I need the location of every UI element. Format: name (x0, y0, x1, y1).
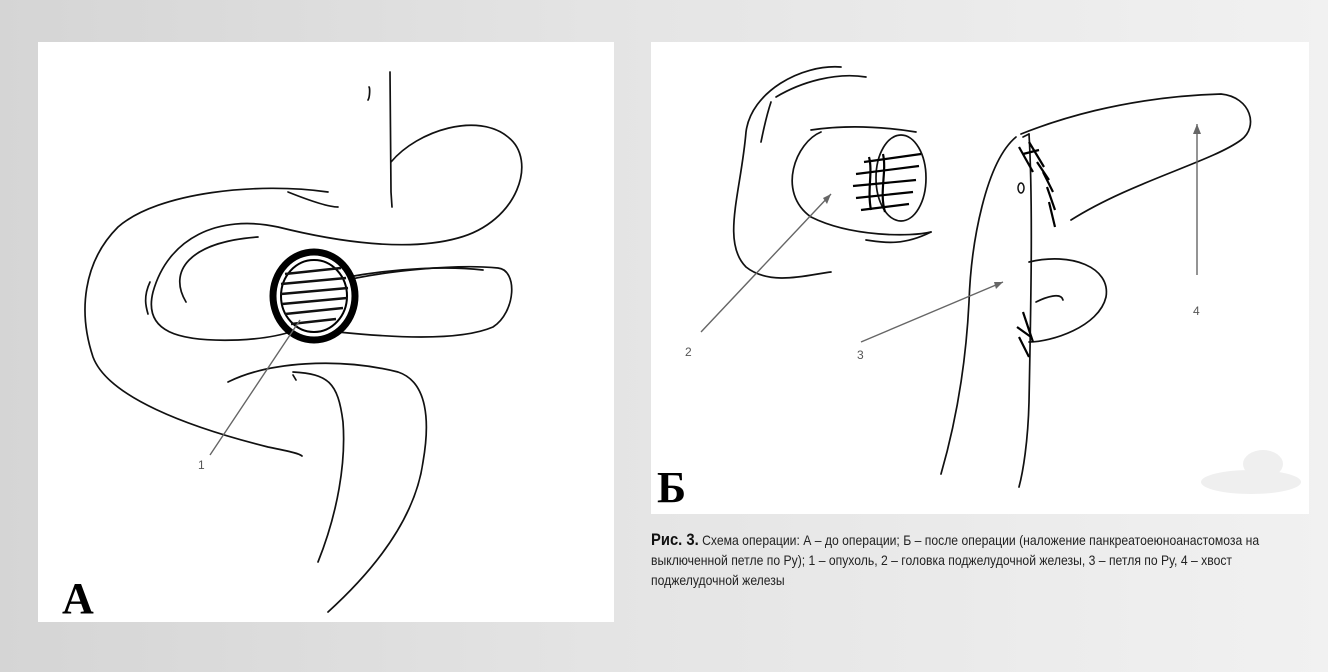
sketch-after-surgery (651, 42, 1309, 514)
roux-loop-small-ring (1018, 183, 1024, 193)
panel-a-before-surgery: 1 А (38, 42, 614, 622)
pancreas-tail-edge (1023, 134, 1029, 137)
arrow-heads (823, 124, 1201, 289)
pancreas-head-upper (811, 127, 916, 132)
figure-number: Рис. 3. (651, 530, 699, 549)
anastomosis-sutures (853, 142, 1055, 357)
roux-loop-right-wall (1019, 134, 1031, 487)
stomach-fold (288, 192, 338, 207)
leader-line-3 (861, 282, 1003, 342)
pancreas-tail-outline (1021, 94, 1251, 220)
leader-line-2 (701, 194, 831, 332)
pancreas-head-outline (792, 132, 931, 235)
jejunum-right (228, 363, 426, 612)
duodenum-loop-side (761, 102, 771, 142)
label-1: 1 (198, 458, 205, 472)
label-2: 2 (685, 345, 692, 359)
label-4: 4 (1193, 304, 1200, 318)
jejunum-mark (293, 375, 296, 380)
duodenum-inner-curve (180, 237, 258, 302)
panel-letter-b: Б (657, 466, 686, 510)
roux-loop-left-wall (941, 137, 1016, 474)
panel-b-after-surgery: 2 3 4 Б (651, 42, 1309, 514)
esophagus-line-left (368, 87, 370, 100)
esophagus-line-right (390, 72, 392, 207)
figure-caption: Рис. 3. Схема операции: А – до операции;… (651, 530, 1323, 590)
leader-lines (701, 124, 1197, 342)
duodenum-edge (146, 282, 150, 314)
figure-caption-text: Схема операции: А – до операции; Б – пос… (651, 532, 1259, 588)
tumor-mass (273, 252, 355, 340)
panel-letter-a: А (62, 577, 94, 621)
label-3: 3 (857, 348, 864, 362)
pancreas-body (338, 267, 512, 337)
duodenum-loop-outer (734, 67, 841, 278)
watermark-logo (1201, 450, 1301, 494)
sketch-before-surgery (38, 42, 614, 622)
jejunum-left (293, 372, 344, 562)
roux-loop-fold (1036, 296, 1063, 302)
